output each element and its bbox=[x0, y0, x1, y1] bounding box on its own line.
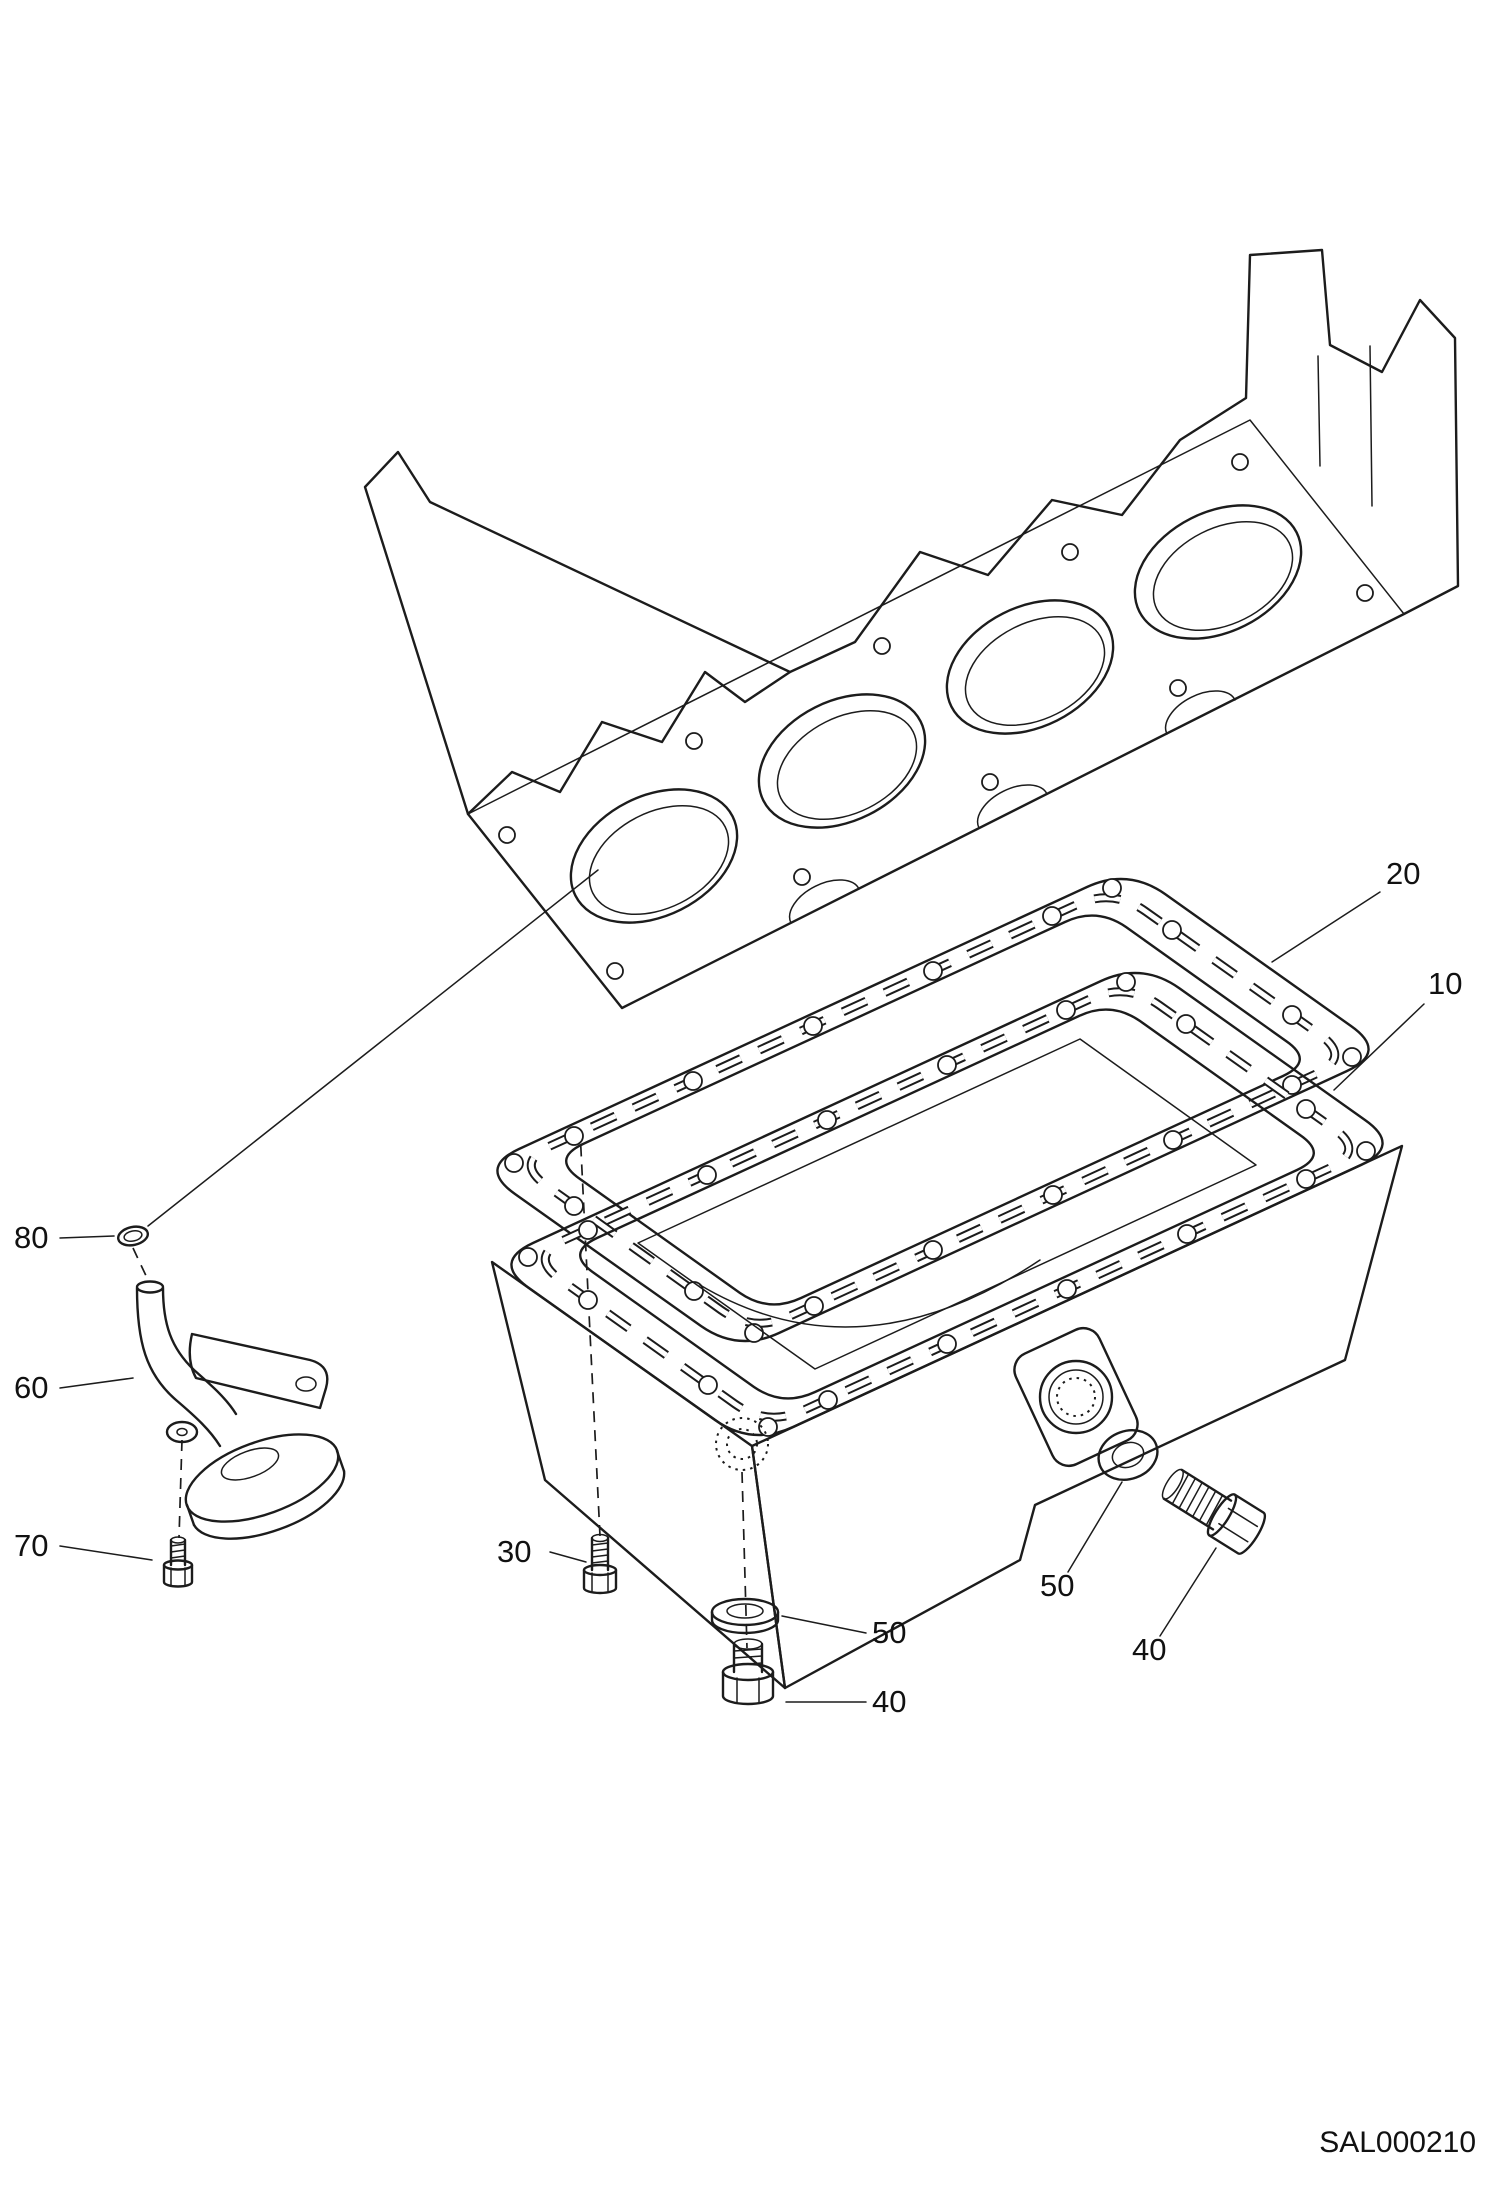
callout-label-20: 20 bbox=[1386, 856, 1420, 891]
callout-30: 30 bbox=[497, 1534, 587, 1569]
figure-code: SAL000210 bbox=[1319, 2126, 1476, 2159]
flange-bolt bbox=[582, 1533, 618, 1595]
drain-plug-side bbox=[1161, 1468, 1267, 1555]
crankcase-openings bbox=[569, 504, 1303, 924]
callout-60: 60 bbox=[14, 1370, 134, 1405]
callout-label-30: 30 bbox=[497, 1534, 531, 1569]
oil-pan-interior bbox=[637, 1038, 1257, 1370]
strainer-projection-line bbox=[147, 869, 599, 1227]
o-ring bbox=[117, 1225, 149, 1247]
oil-pan bbox=[490, 971, 1404, 1690]
block-bolt-holes bbox=[498, 453, 1374, 980]
bearing-notches bbox=[788, 690, 1236, 924]
callout-50-bottom: 50 bbox=[781, 1615, 906, 1650]
callout-80: 80 bbox=[14, 1220, 115, 1255]
callout-label-50-bottom: 50 bbox=[872, 1615, 906, 1650]
callout-20: 20 bbox=[1271, 856, 1420, 963]
callout-label-40-side: 40 bbox=[1132, 1632, 1166, 1667]
seal-washer-bottom bbox=[710, 1597, 780, 1635]
callout-label-10: 10 bbox=[1428, 966, 1462, 1001]
oil-strainer bbox=[135, 1280, 346, 1540]
assembly-centerlines bbox=[132, 1129, 748, 1649]
oil-pan-body bbox=[490, 1144, 1404, 1690]
oil-pan-flange bbox=[510, 971, 1384, 1437]
callout-label-40-bottom: 40 bbox=[872, 1684, 906, 1719]
strainer-bolt bbox=[162, 1536, 194, 1588]
callout-label-80: 80 bbox=[14, 1220, 48, 1255]
seal-washer-side bbox=[1097, 1429, 1159, 1481]
drain-boss-bottom bbox=[715, 1417, 769, 1471]
drain-plug-bottom bbox=[721, 1638, 775, 1706]
callout-40-side: 40 bbox=[1132, 1547, 1217, 1667]
drain-boss-side bbox=[1013, 1326, 1139, 1468]
oil-pan-gasket bbox=[496, 877, 1370, 1343]
callout-40-bottom: 40 bbox=[785, 1684, 906, 1719]
engine-block bbox=[363, 248, 1460, 1010]
callout-label-50-side: 50 bbox=[1040, 1568, 1074, 1603]
callout-70: 70 bbox=[14, 1528, 153, 1563]
strainer-head bbox=[184, 1433, 346, 1540]
callout-50-side: 50 bbox=[1040, 1481, 1123, 1603]
callout-label-60: 60 bbox=[14, 1370, 48, 1405]
callout-label-70: 70 bbox=[14, 1528, 48, 1563]
callout-10: 10 bbox=[1333, 966, 1462, 1091]
